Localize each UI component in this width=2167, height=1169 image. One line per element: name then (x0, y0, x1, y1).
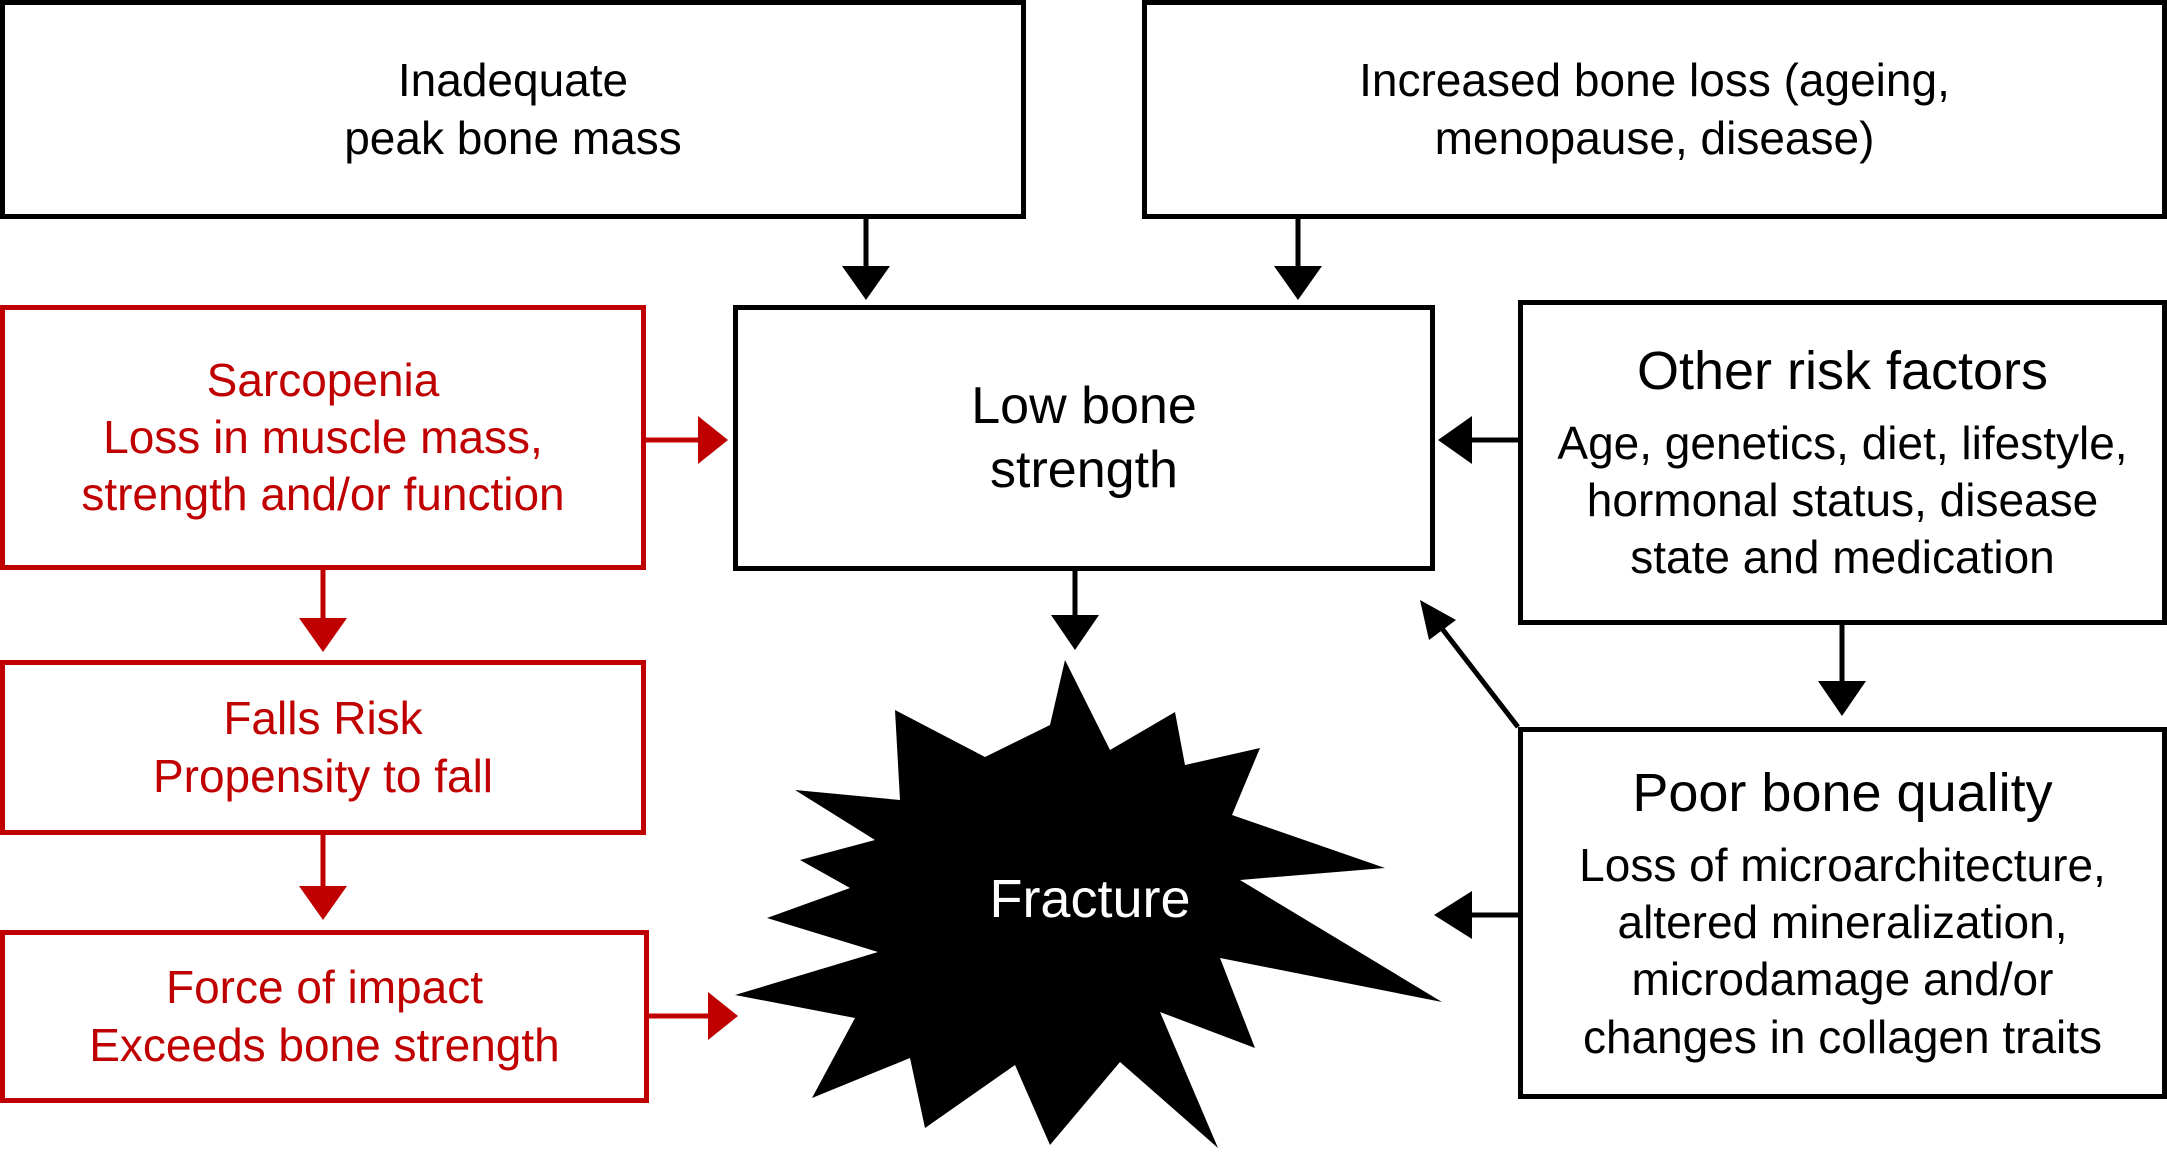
arrow-loss-to-strength (1274, 219, 1322, 300)
falls-risk-line-2: Propensity to fall (152, 749, 494, 802)
arrow-quality-to-fracture (1434, 891, 1518, 939)
poor-bone-quality-title: Poor bone quality (1632, 763, 2053, 824)
poor-bone-quality-line-3: microdamage and/or (1631, 953, 2054, 1006)
falls-risk-box: Falls Risk Propensity to fall (0, 660, 646, 835)
arrow-sarcopenia-to-strength (646, 416, 728, 464)
force-of-impact-box: Force of impact Exceeds bone strength (0, 930, 649, 1103)
other-risk-factors-line-1: Age, genetics, diet, lifestyle, (1557, 417, 2128, 470)
bone-loss-line-2: menopause, disease) (1434, 111, 1875, 164)
fracture-label: Fracture (989, 869, 1191, 929)
arrow-quality-to-strength (1420, 600, 1520, 729)
bone-loss-line-1: Increased bone loss (ageing, (1359, 54, 1950, 107)
other-risk-factors-line-3: state and medication (1630, 531, 2055, 584)
arrow-falls-to-force (299, 835, 347, 920)
peak-bone-mass-box: Inadequate peak bone mass (0, 0, 1026, 219)
poor-bone-quality-line-4: changes in collagen traits (1582, 1010, 2103, 1063)
poor-bone-quality-line-2: altered mineralization, (1617, 896, 2068, 949)
other-risk-factors-title: Other risk factors (1636, 341, 2049, 402)
arrow-sarcopenia-to-falls (299, 570, 347, 652)
arrow-strength-to-fracture (1051, 571, 1099, 650)
force-of-impact-line-1: Force of impact (166, 961, 483, 1014)
sarcopenia-line-1: Sarcopenia (206, 353, 440, 406)
poor-bone-quality-line-1: Loss of microarchitecture, (1579, 839, 2106, 892)
sarcopenia-line-2: Loss in muscle mass, (103, 410, 543, 463)
low-bone-strength-line-2: strength (990, 441, 1178, 499)
poor-bone-quality-box: Poor bone quality Loss of microarchitect… (1518, 727, 2167, 1099)
falls-risk-line-1: Falls Risk (223, 692, 423, 745)
arrow-other-risk-to-strength (1438, 416, 1518, 464)
fracture-starburst (735, 660, 1442, 1148)
arrow-force-to-fracture (649, 992, 738, 1040)
bone-loss-box: Increased bone loss (ageing, menopause, … (1142, 0, 2167, 219)
low-bone-strength-line-1: Low bone (971, 376, 1197, 435)
peak-bone-mass-line-2: peak bone mass (344, 111, 682, 164)
arrow-peak-to-strength (842, 219, 890, 300)
other-risk-factors-line-2: hormonal status, disease (1586, 474, 2099, 527)
other-risk-factors-box: Other risk factors Age, genetics, diet, … (1518, 300, 2167, 625)
arrow-other-risk-to-quality (1818, 625, 1866, 716)
low-bone-strength-box: Low bone strength (733, 305, 1435, 571)
sarcopenia-line-3: strength and/or function (81, 468, 565, 521)
peak-bone-mass-line-1: Inadequate (397, 54, 629, 107)
force-of-impact-line-2: Exceeds bone strength (89, 1018, 560, 1071)
sarcopenia-box: Sarcopenia Loss in muscle mass, strength… (0, 305, 646, 570)
